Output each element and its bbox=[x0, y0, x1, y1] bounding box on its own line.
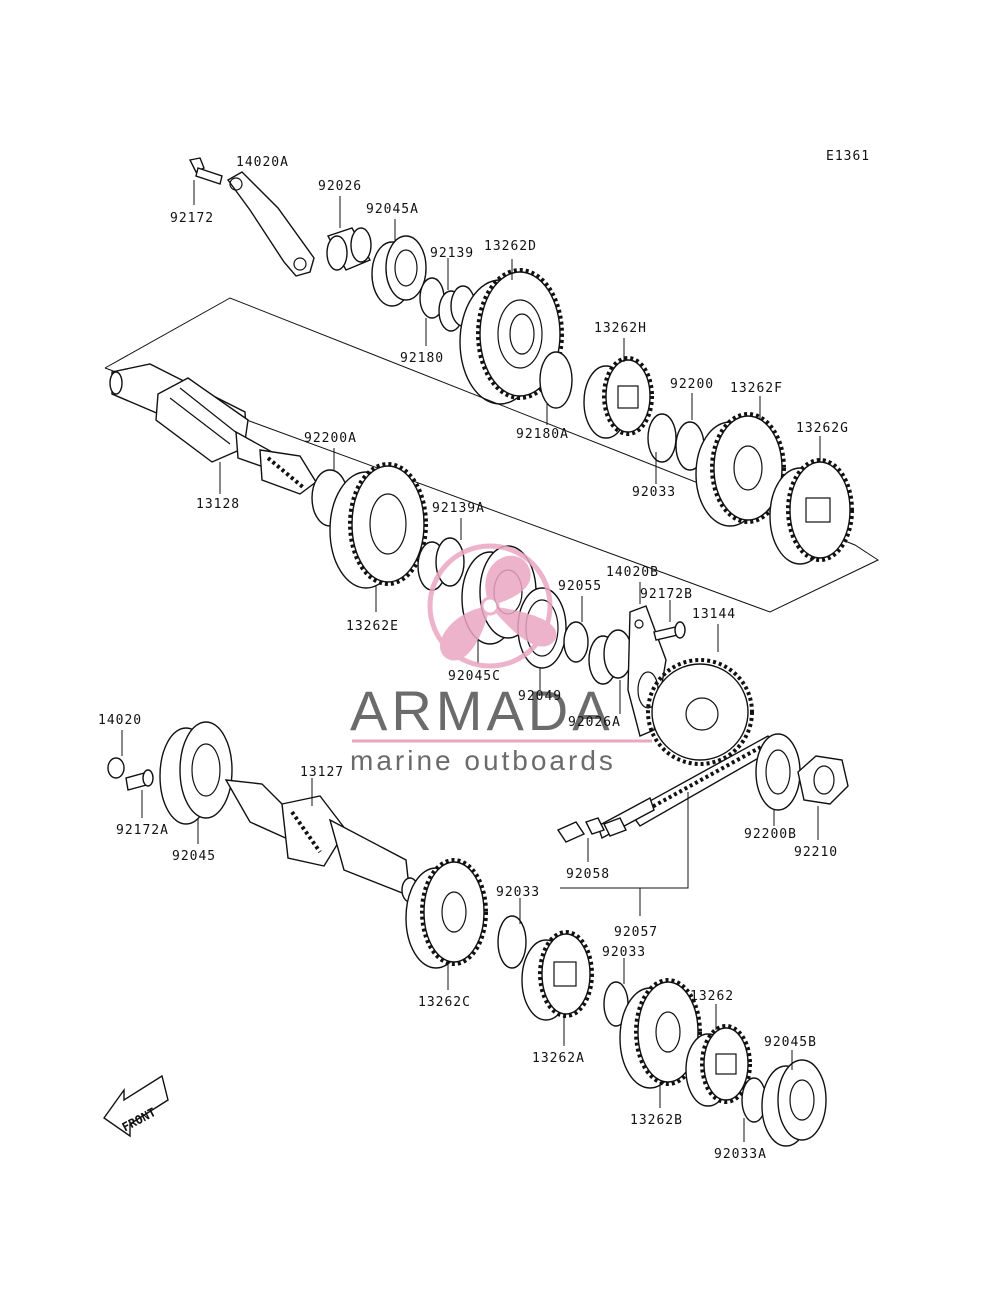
gear-13262B bbox=[619, 978, 702, 1089]
part-label-13262b: 13262B bbox=[630, 1113, 683, 1128]
figure-code: E1361 bbox=[826, 149, 870, 164]
part-label-92049: 92049 bbox=[518, 689, 562, 704]
part-label-14020: 14020 bbox=[98, 713, 142, 728]
part-label-92033a: 92033 bbox=[632, 485, 676, 500]
part-label-13262a: 13262A bbox=[532, 1051, 585, 1066]
bolt-92172B bbox=[653, 621, 686, 641]
master-link-92058 bbox=[556, 817, 627, 843]
part-label-13262d: 13262D bbox=[484, 239, 537, 254]
part-label-13262f: 13262F bbox=[730, 381, 783, 396]
watermark-brand: ARMADA bbox=[350, 679, 614, 742]
part-label-13262e: 13262E bbox=[346, 619, 399, 634]
part-label-13144: 13144 bbox=[692, 607, 736, 622]
part-label-92045a: 92045A bbox=[366, 202, 419, 217]
part-label-92045c: 92045C bbox=[448, 669, 501, 684]
gear-13262G bbox=[769, 458, 854, 565]
part-label-92139a: 92139A bbox=[432, 501, 485, 516]
part-label-92200a: 92200A bbox=[304, 431, 357, 446]
gear-13262E bbox=[329, 462, 428, 589]
collar-92026 bbox=[326, 227, 372, 271]
part-label-13127: 13127 bbox=[300, 765, 344, 780]
part-label-92139: 92139 bbox=[430, 246, 474, 261]
part-label-92026a: 92026A bbox=[568, 715, 621, 730]
shim-92180A bbox=[539, 351, 573, 409]
part-label-92033b: 92033 bbox=[496, 885, 540, 900]
part-label-92045b: 92045B bbox=[764, 1035, 817, 1050]
gear-13262H bbox=[583, 356, 654, 439]
lock-washer-92200B bbox=[755, 733, 801, 811]
gear-13262 bbox=[685, 1024, 752, 1107]
sprocket-13144 bbox=[646, 658, 754, 766]
part-label-13262: 13262 bbox=[690, 989, 734, 1004]
gear-13262D bbox=[459, 268, 564, 405]
bushing-92139 bbox=[438, 285, 476, 332]
shaft-13127 bbox=[224, 779, 419, 903]
part-label-92200b: 92200B bbox=[744, 827, 797, 842]
part-label-13128: 13128 bbox=[196, 497, 240, 512]
bolt-92172A bbox=[125, 769, 154, 791]
nut-92210 bbox=[797, 755, 849, 805]
part-label-13262g: 13262G bbox=[796, 421, 849, 436]
watermark-tagline: marine outboards bbox=[350, 745, 616, 776]
part-label-13262c: 13262C bbox=[418, 995, 471, 1010]
collar-92026A bbox=[588, 629, 633, 685]
part-label-92210: 92210 bbox=[794, 845, 838, 860]
plate-14020 bbox=[107, 757, 125, 779]
part-label-92172: 92172 bbox=[170, 211, 214, 226]
bearing-92045B bbox=[761, 1059, 827, 1147]
o-ring-92055 bbox=[563, 621, 589, 663]
part-label-92057: 92057 bbox=[614, 925, 658, 940]
part-label-14020a: 14020A bbox=[236, 155, 289, 170]
armada-watermark: ARMADA marine outboards bbox=[350, 543, 652, 776]
part-label-92033c: 92033 bbox=[602, 945, 646, 960]
part-label-92180: 92180 bbox=[400, 351, 444, 366]
gear-13262F bbox=[695, 412, 786, 527]
shaft-assembly-frame bbox=[104, 297, 880, 613]
propeller-logo-icon bbox=[427, 543, 557, 669]
gear-13262C bbox=[405, 858, 488, 969]
circlip-92033-lower bbox=[497, 915, 527, 969]
bearing-92045 bbox=[159, 721, 233, 825]
front-direction-arrow: FRONT bbox=[103, 1074, 169, 1138]
gear-13262A bbox=[521, 930, 594, 1021]
shaft-13128 bbox=[109, 363, 317, 495]
bolt-92172 bbox=[188, 157, 223, 185]
shift-lever-14020A bbox=[226, 171, 315, 277]
part-label-92026: 92026 bbox=[318, 179, 362, 194]
part-label-92172b: 92172B bbox=[640, 587, 693, 602]
part-label-13262h: 13262H bbox=[594, 321, 647, 336]
bushing-92139A bbox=[417, 537, 465, 591]
part-label-92200: 92200 bbox=[670, 377, 714, 392]
part-labels: 14020A 92172 92026 92045A 92139 13262D 92180 92… bbox=[98, 155, 849, 1162]
circlip-92033 bbox=[647, 413, 677, 463]
part-label-92172a: 92172A bbox=[116, 823, 169, 838]
part-label-92055: 92055 bbox=[558, 579, 602, 594]
part-label-92180a: 92180A bbox=[516, 427, 569, 442]
part-label-92045: 92045 bbox=[172, 849, 216, 864]
part-label-92058: 92058 bbox=[566, 867, 610, 882]
part-label-14020b: 14020B bbox=[606, 565, 659, 580]
bearing-92045A bbox=[371, 235, 427, 307]
part-label-92033a: 92033A bbox=[714, 1147, 767, 1162]
